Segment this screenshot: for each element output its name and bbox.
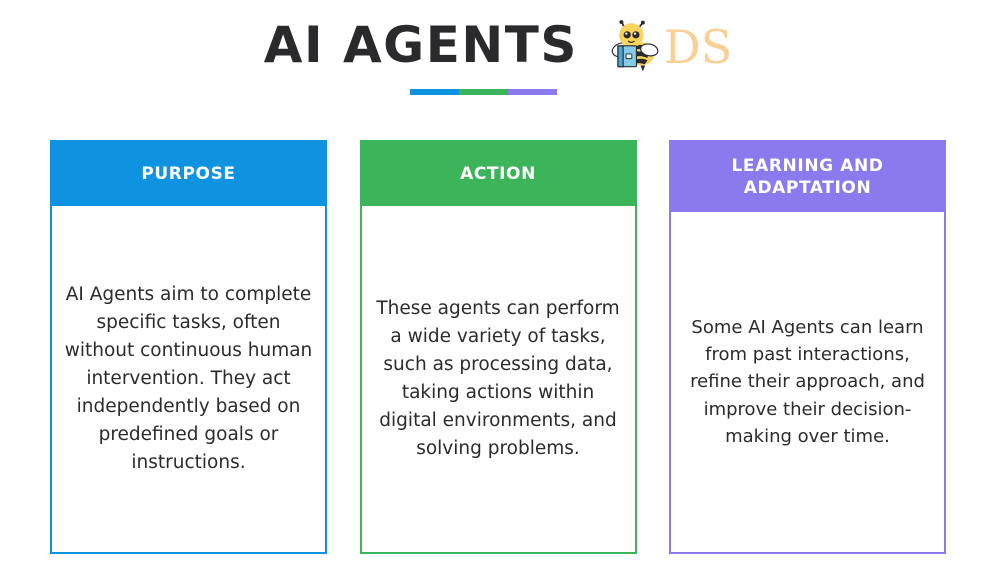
card-purpose-body: AI Agents aim to complete specific tasks… [52, 206, 325, 552]
card-action: ACTION These agents can perform a wide v… [359, 140, 637, 554]
accent-segment-blue [410, 89, 459, 95]
card-learning-and-adaptation: LEARNING AND ADAPTATION Some AI Agents c… [669, 140, 946, 554]
card-learning-and-adaptation-body: Some AI Agents can learn from past inter… [671, 212, 944, 552]
header: AI AGENTS [0, 0, 996, 120]
logo-wordmark: DS [663, 20, 733, 74]
card-group: PURPOSE AI Agents aim to complete specif… [50, 140, 946, 554]
accent-segment-purple [508, 89, 557, 95]
card-action-text: These agents can perform a wide variety … [376, 297, 620, 460]
title-row: AI AGENTS [0, 14, 996, 76]
accent-bar [410, 89, 557, 95]
card-learning-and-adaptation-text: Some AI Agents can learn from past inter… [690, 316, 925, 448]
brand-logo: DS [604, 18, 732, 76]
card-purpose: PURPOSE AI Agents aim to complete specif… [50, 140, 327, 554]
card-purpose-heading: PURPOSE [52, 142, 325, 206]
card-learning-and-adaptation-heading: LEARNING AND ADAPTATION [671, 142, 944, 212]
bee-with-book-icon [611, 20, 659, 72]
card-action-body: These agents can perform a wide variety … [362, 206, 635, 552]
card-purpose-text: AI Agents aim to complete specific tasks… [64, 283, 313, 474]
accent-segment-green [459, 89, 508, 95]
page-title: AI AGENTS [263, 16, 578, 74]
card-action-heading: ACTION [361, 142, 635, 206]
